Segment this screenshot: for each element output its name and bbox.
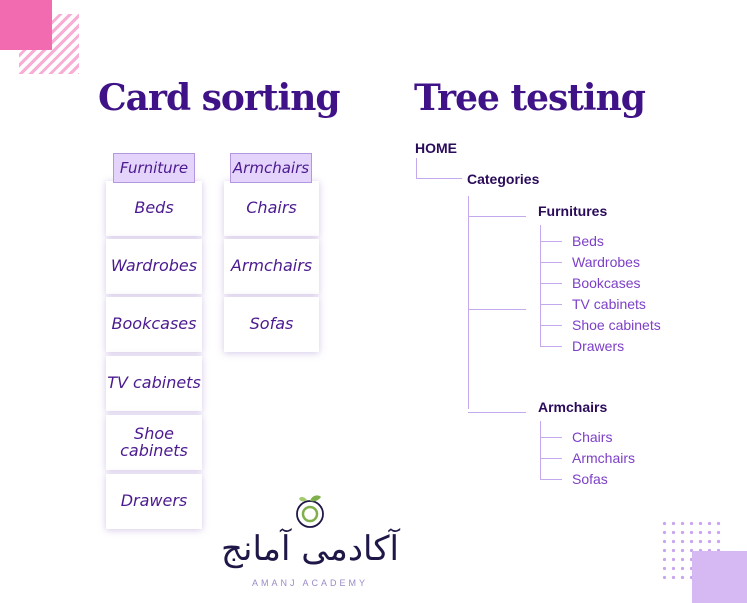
- tree-leaf-item: Bookcases: [572, 275, 641, 291]
- decor-stripes: [19, 14, 79, 74]
- tree-connector: [540, 241, 562, 242]
- tree-leaf-item: Sofas: [572, 471, 608, 487]
- tree-connector: [540, 225, 541, 346]
- sort-card[interactable]: Drawers: [106, 474, 202, 529]
- tree-branch-label: Armchairs: [538, 399, 608, 415]
- tree-leaf-item: Shoe cabinets: [572, 317, 661, 333]
- tree-connector: [540, 479, 562, 480]
- tree-connector: [540, 458, 562, 459]
- tree-connector: [468, 309, 526, 310]
- amanj-logo: آکادمی آمانج AMANJ ACADEMY: [215, 492, 405, 592]
- tree-connector: [540, 325, 562, 326]
- sort-card[interactable]: Wardrobes: [106, 239, 202, 294]
- tree-leaf-item: Beds: [572, 233, 604, 249]
- tree-leaf-item: Chairs: [572, 429, 613, 445]
- logo-subtitle: AMANJ ACADEMY: [251, 578, 368, 588]
- decor-purple-square: [692, 551, 747, 603]
- sort-card[interactable]: Chairs: [224, 181, 319, 236]
- tree-leaf-item: Wardrobes: [572, 254, 640, 270]
- lightbulb-leaf-icon: [296, 495, 324, 528]
- tree-connector: [540, 283, 562, 284]
- tree-connector: [468, 412, 526, 413]
- sort-card[interactable]: TV cabinets: [106, 356, 202, 411]
- card-group-label: Furniture: [113, 153, 195, 183]
- sort-card[interactable]: Armchairs: [224, 239, 319, 294]
- sort-card[interactable]: Beds: [106, 181, 202, 236]
- sort-card[interactable]: Sofas: [224, 297, 319, 352]
- tree-leaf-item: Armchairs: [572, 450, 636, 466]
- tree-leaf-item: TV cabinets: [572, 296, 646, 312]
- tree-connector: [416, 158, 417, 178]
- tree-connector: [468, 216, 526, 217]
- tree-leaf-item: Drawers: [572, 338, 625, 354]
- tree-connector: [540, 437, 562, 438]
- tree-root: HOME: [415, 140, 457, 156]
- tree-connector: [540, 421, 541, 479]
- tree-connector: [416, 178, 462, 179]
- card-group-label: Armchairs: [230, 153, 312, 183]
- tree-connector: [540, 304, 562, 305]
- tree-connector: [468, 196, 469, 409]
- tree-categories: Categories: [467, 171, 540, 187]
- logo-wordmark: آکادمی آمانج: [221, 529, 399, 569]
- tree-testing-title: Tree testing: [414, 77, 646, 119]
- sort-card[interactable]: Shoe cabinets: [106, 415, 202, 470]
- card-sorting-title: Card sorting: [98, 77, 341, 119]
- tree-connector: [540, 262, 562, 263]
- tree-connector: [540, 346, 562, 347]
- sort-card[interactable]: Bookcases: [106, 297, 202, 352]
- tree-branch-label: Furnitures: [538, 203, 608, 219]
